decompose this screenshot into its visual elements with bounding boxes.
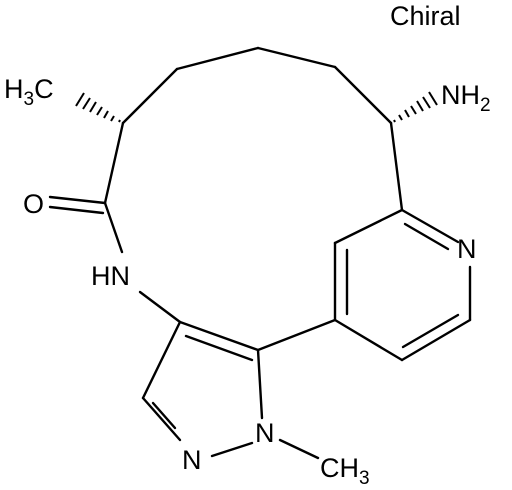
pyridine-bond-c3-c2 xyxy=(333,208,404,245)
label-nh2: NH2 xyxy=(441,80,491,116)
pyridine-bond-c6-c5 xyxy=(400,318,472,362)
chiral-flag: Chiral xyxy=(390,1,461,31)
pyridine-bond-c2-n-inner xyxy=(403,222,450,251)
pyrazole-bond-n1-n2 xyxy=(210,441,254,458)
pyrazole-bond-n2-c3-inner xyxy=(151,401,177,430)
label-pyrazole-n-methyl: N xyxy=(255,418,275,448)
bond-pyridine-pyrazole xyxy=(256,318,337,352)
bond-c1-c2 xyxy=(121,67,179,125)
label-oxygen: O xyxy=(23,189,44,219)
hashed-wedge-methyl xyxy=(75,92,121,123)
bond-carbonyl-nh xyxy=(103,201,124,254)
bond-c3-c4 xyxy=(256,46,337,69)
bond-carbonyl-o-2 xyxy=(48,205,105,215)
bond-nh-pyrazole xyxy=(138,290,182,324)
label-pyridine-n: N xyxy=(457,234,477,264)
label-amide-nh: HN xyxy=(91,261,130,291)
bond-n-methyl xyxy=(278,438,320,460)
label-pyrazole-n-bottom: N xyxy=(182,445,202,475)
hashed-wedge-amine xyxy=(393,91,438,123)
pyridine-bond-c2-n xyxy=(400,208,460,244)
bond-c4-c5 xyxy=(333,65,393,125)
pyrazole-bond-c5-n1 xyxy=(256,348,264,420)
pyridine-bond-c6-c5-inner xyxy=(401,313,460,349)
pyrazole-bond-n2-c3 xyxy=(141,396,182,442)
bond-c5-pyridine xyxy=(389,121,404,212)
pyrazole-bond-c4-c5-inner xyxy=(184,334,254,362)
pyrazole-bond-c4-c5 xyxy=(178,320,260,352)
bond-c1-carbonyl xyxy=(103,121,125,205)
label-h3c: H3C xyxy=(4,74,54,110)
pyrazole-bond-c3-c4 xyxy=(141,320,182,400)
pyridine-bond-c5-c4 xyxy=(333,318,404,362)
bond-c2-c3 xyxy=(175,46,260,71)
bond-carbonyl-o-1 xyxy=(48,195,107,205)
label-ch3: CH3 xyxy=(320,453,370,489)
